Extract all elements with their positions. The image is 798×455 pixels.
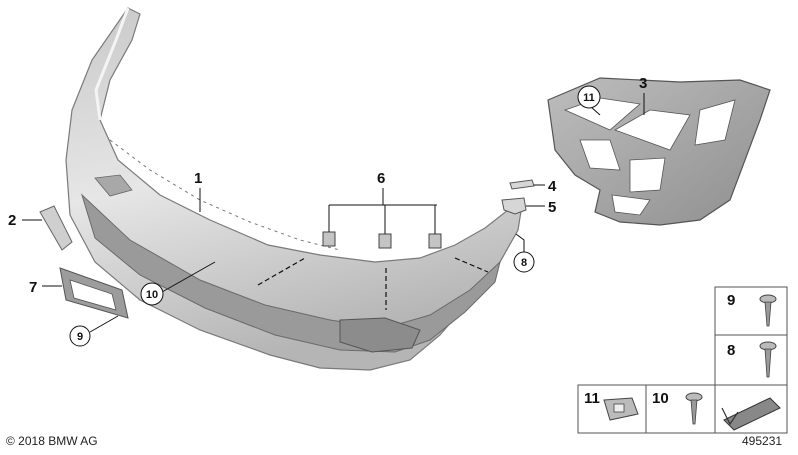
clip-part-6-right (428, 233, 442, 249)
bumper-carrier (547, 77, 771, 226)
leader-10 (161, 261, 216, 293)
legend-box-8: 8 (714, 334, 788, 386)
screw-icon (759, 341, 777, 378)
callout-2: 2 (8, 212, 16, 229)
callout-8-circle: 8 (513, 251, 535, 273)
callout-10-circle: 10 (140, 282, 164, 306)
legend-box-10: 10 (645, 384, 716, 434)
callout-4: 4 (548, 178, 557, 195)
bumper-trim-panel (65, 7, 523, 371)
callout-9: 9 (77, 331, 83, 343)
side-reflector (39, 205, 73, 251)
leader-6 (328, 188, 437, 234)
legend-box-symbol (714, 384, 788, 434)
clip-part-6-left (322, 231, 336, 247)
section-line-left (257, 257, 306, 286)
leader-8 (515, 233, 525, 252)
legend-label-11: 11 (584, 390, 600, 407)
callout-8: 8 (521, 257, 527, 269)
callout-5: 5 (548, 199, 556, 216)
arrow-symbol-icon (721, 397, 781, 431)
callout-11-circle: 11 (577, 85, 601, 109)
callout-6: 6 (377, 170, 385, 187)
nut-clip-icon (603, 397, 639, 421)
screw-icon (759, 294, 777, 327)
clip-part-5 (501, 197, 527, 215)
legend-label-10: 10 (652, 390, 669, 407)
license-plate-base (59, 267, 129, 319)
clip-part-4 (509, 179, 535, 190)
legend-box-9: 9 (714, 286, 788, 336)
callout-10: 10 (146, 289, 158, 301)
leader-9 (89, 315, 119, 333)
section-line-right (454, 257, 489, 273)
copyright-text: © 2018 BMW AG (6, 434, 98, 448)
legend-label-8: 8 (727, 342, 735, 359)
legend-box-11: 11 (577, 384, 647, 434)
callout-1: 1 (194, 170, 202, 187)
callout-3: 3 (639, 75, 647, 92)
callout-11: 11 (583, 92, 595, 104)
callout-7: 7 (29, 279, 37, 296)
callout-9-circle: 9 (69, 325, 91, 347)
screw-icon (685, 392, 703, 425)
legend-label-9: 9 (727, 292, 735, 309)
diagram-reference-number: 495231 (742, 434, 783, 448)
clip-part-6-middle (378, 233, 392, 249)
